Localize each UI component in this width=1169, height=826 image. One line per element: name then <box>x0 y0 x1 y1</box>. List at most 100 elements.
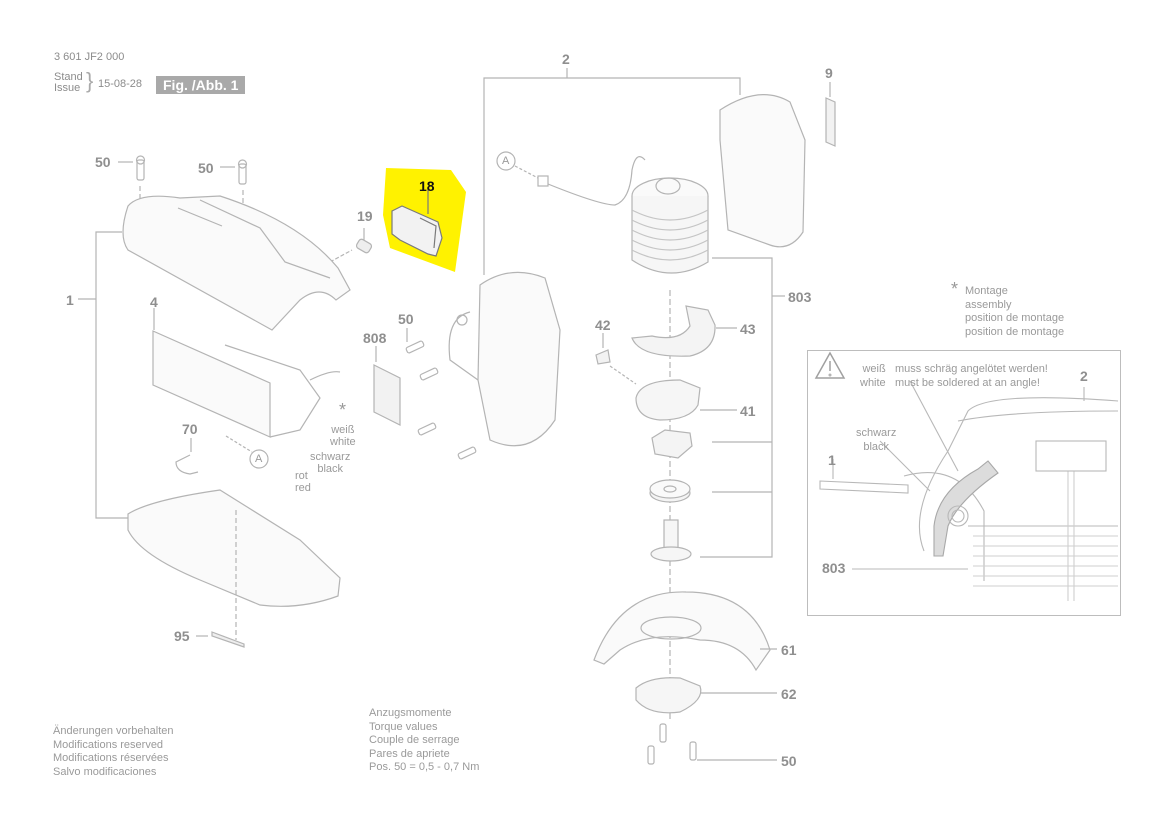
bracket-2 <box>483 77 741 275</box>
housing-top <box>122 195 351 331</box>
label-50-c: 50 <box>398 311 414 327</box>
wire-white-en: white <box>330 436 356 448</box>
bearing <box>649 479 691 503</box>
assembly-star: * <box>339 400 347 420</box>
label-2: 2 <box>562 51 570 67</box>
stand-issue-label: Stand Issue <box>54 72 83 94</box>
wire-white-de: weiß <box>331 424 355 436</box>
label-50-d: 50 <box>781 753 797 769</box>
screw-50-d <box>419 367 439 381</box>
label-43: 43 <box>740 321 756 337</box>
label-803: 803 <box>788 289 812 305</box>
part-43-clip <box>631 305 716 357</box>
part-2-endcap <box>719 94 806 248</box>
label-9: 9 <box>825 65 833 81</box>
torque-line: Pos. 50 = 0,5 - 0,7 Nm <box>369 761 480 773</box>
assembly-note-line: Montage <box>965 285 1008 297</box>
black-wire <box>933 460 999 557</box>
torque-line: Torque values <box>369 720 438 733</box>
label-41: 41 <box>740 403 756 419</box>
footer-left-line: Änderungen vorbehalten <box>53 725 174 737</box>
wire-red-label: rot red <box>295 470 311 494</box>
part-42-clip <box>595 349 611 365</box>
inset-black-en: black <box>863 440 890 453</box>
label-50-a: 50 <box>95 154 111 170</box>
issue-label: Issue <box>54 82 81 94</box>
marker-a-left: A <box>255 453 263 465</box>
part-19-spring <box>355 238 373 254</box>
connector-a-left <box>249 449 269 469</box>
inset-white-en: white <box>860 376 886 389</box>
part-4-pcb <box>152 330 271 438</box>
motor-803 <box>631 177 709 274</box>
wire-red-de: rot <box>295 470 308 482</box>
part-62-flange <box>635 677 702 714</box>
torque-values-note: Anzugsmomente Torque values Couple de se… <box>369 707 479 775</box>
screw-50-h <box>647 745 655 765</box>
label-19: 19 <box>357 208 373 224</box>
part-9-label <box>825 97 836 147</box>
fan-hub <box>651 429 693 459</box>
modifications-reserved-note: Änderungen vorbehalten Modifications res… <box>53 725 173 779</box>
part-95-label-plate <box>211 631 245 648</box>
inset-label-2: 2 <box>1080 368 1088 384</box>
bracket-1 <box>95 231 128 519</box>
inset-drawing <box>814 351 1119 601</box>
label-808: 808 <box>363 330 387 346</box>
screw-50-e <box>417 422 437 436</box>
screw-50-f <box>457 446 477 460</box>
part-808-label <box>373 364 401 426</box>
assembly-note-line: assembly <box>965 298 1012 311</box>
wire-black-en: black <box>317 463 344 475</box>
label-70: 70 <box>182 421 198 437</box>
torque-line: Anzugsmomente <box>369 707 452 719</box>
inset-black-label: schwarz black <box>856 427 896 454</box>
torque-line: Couple de serrage <box>369 734 460 746</box>
housing-bottom <box>127 489 341 607</box>
label-95: 95 <box>174 628 190 644</box>
inset-label-1: 1 <box>828 452 836 468</box>
inset-solder-message: muss schräg angelötet werden! must be so… <box>895 363 1048 390</box>
assembly-note-line: position de montage <box>965 325 1065 338</box>
stand-label: Stand <box>54 71 83 83</box>
warning-triangle-icon <box>814 351 846 379</box>
inset-msg-en: must be soldered at an angle! <box>895 376 1040 389</box>
label-1: 1 <box>66 292 74 308</box>
part-61-guard <box>593 591 771 672</box>
footer-left-line: Salvo modificaciones <box>53 765 157 778</box>
part-number: 3 601 JF2 000 <box>54 51 125 63</box>
assembly-note-star: * <box>951 279 959 299</box>
inset-white-label: weiß white <box>860 363 886 390</box>
footer-left-line: Modifications réservées <box>53 752 169 764</box>
gear-housing <box>477 271 561 447</box>
screw-50-i <box>689 741 697 761</box>
connector-a-right <box>496 151 516 171</box>
wire-black-label: schwarz black <box>310 451 350 475</box>
bracket-803 <box>700 257 773 558</box>
inset-white-de: weiß <box>862 363 886 375</box>
label-4: 4 <box>150 294 158 310</box>
label-50-b: 50 <box>198 160 214 176</box>
screw-50-g <box>659 723 667 743</box>
assembly-note-line: position de montage <box>965 312 1065 324</box>
inset-msg-de: muss schräg angelötet werden! <box>895 363 1048 375</box>
wire-white-label: weiß white <box>330 424 356 448</box>
label-62: 62 <box>781 686 797 702</box>
soldering-detail-inset: weiß white muss schräg angelötet werden!… <box>807 350 1121 616</box>
wire-red-en: red <box>295 482 311 494</box>
assembly-note: Montage assembly position de montage pos… <box>965 285 1064 339</box>
label-61: 61 <box>781 642 797 658</box>
part-18-switch <box>391 190 443 257</box>
part-70-clip <box>175 454 199 475</box>
issue-date: 15-08-28 <box>98 78 143 90</box>
label-18-highlighted: 18 <box>419 178 435 194</box>
brace: } <box>86 68 94 93</box>
screw-50-b <box>237 159 248 185</box>
screw-50-a <box>135 155 146 181</box>
label-42: 42 <box>595 317 611 333</box>
spindle <box>650 519 692 562</box>
torque-line: Pares de apriete <box>369 747 450 760</box>
footer-left-line: Modifications reserved <box>53 738 164 751</box>
wire-black-de: schwarz <box>310 451 351 463</box>
